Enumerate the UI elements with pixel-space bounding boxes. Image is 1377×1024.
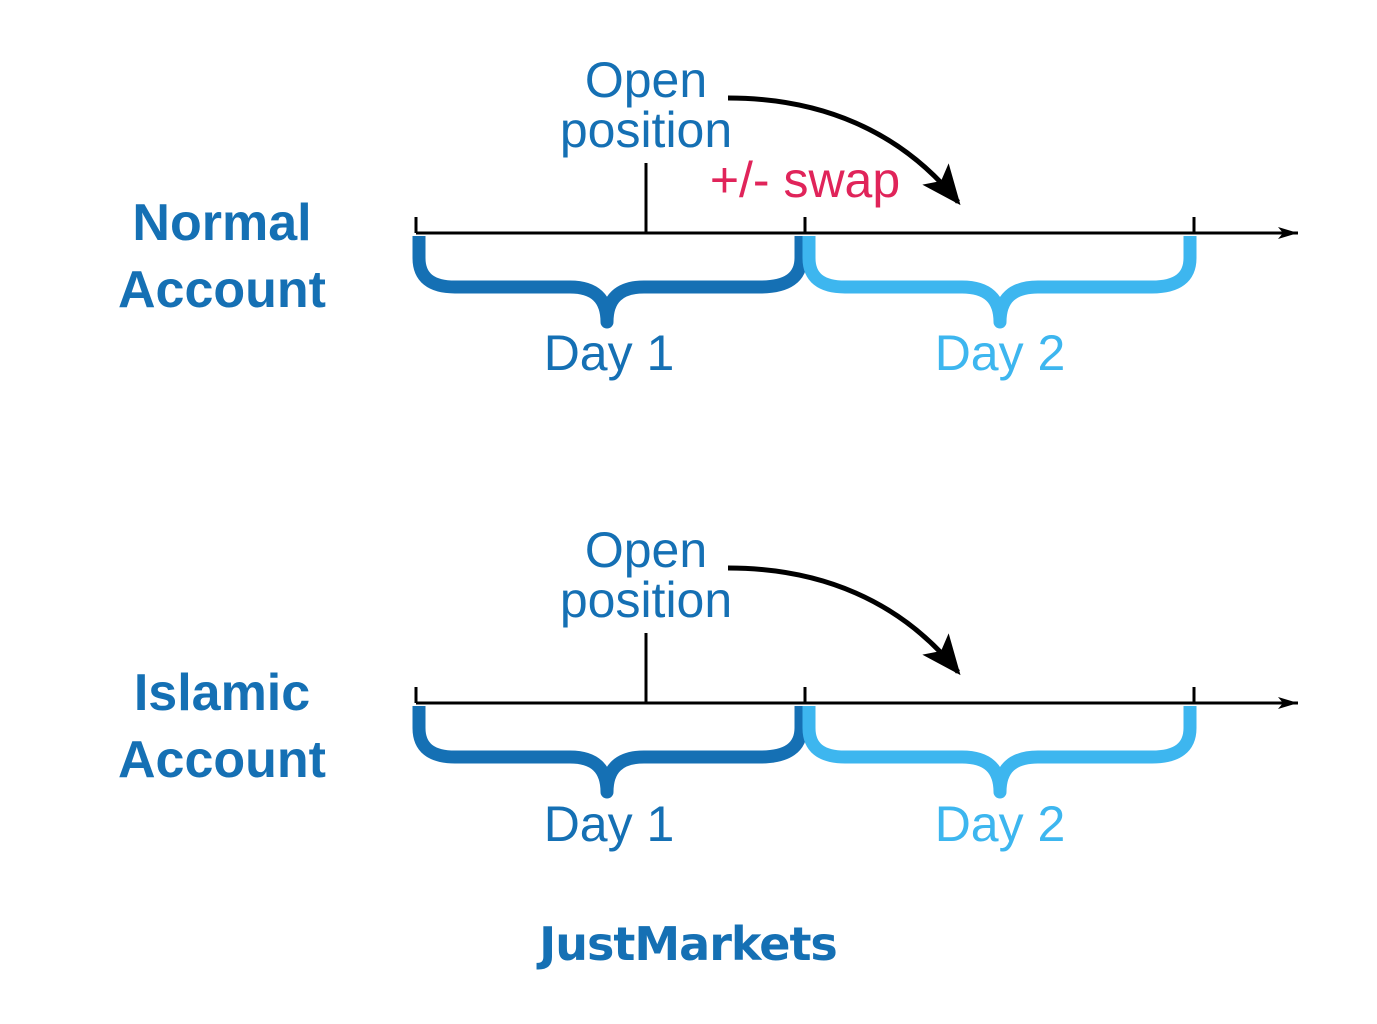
open-position-label-line2: position (560, 102, 732, 158)
day1-brace (412, 706, 808, 799)
rollover-arrow (727, 95, 961, 206)
account-title-line2: Account (118, 261, 326, 319)
day1-brace (412, 236, 808, 329)
day2-brace (802, 236, 1197, 329)
day2-label: Day 2 (935, 796, 1066, 852)
rollover-arrow (727, 565, 961, 676)
day1-label: Day 1 (544, 796, 675, 852)
panel-islamic-account: Islamic Account Open position Day 1 Day … (118, 522, 1298, 852)
day2-brace (802, 706, 1197, 799)
justmarkets-logo: JustMarkets (536, 917, 837, 971)
open-position-label-line1: Open (585, 522, 707, 578)
day2-label: Day 2 (935, 325, 1066, 381)
panel-normal-account: Normal Account Open position +/- swap Da… (118, 52, 1298, 381)
open-position-label-line2: position (560, 572, 732, 628)
open-position-label-line1: Open (585, 52, 707, 108)
swap-label: +/- swap (710, 152, 900, 208)
account-title-line1: Normal (132, 194, 311, 252)
day1-label: Day 1 (544, 325, 675, 381)
account-title-line1: Islamic (134, 664, 310, 722)
account-title-line2: Account (118, 731, 326, 789)
